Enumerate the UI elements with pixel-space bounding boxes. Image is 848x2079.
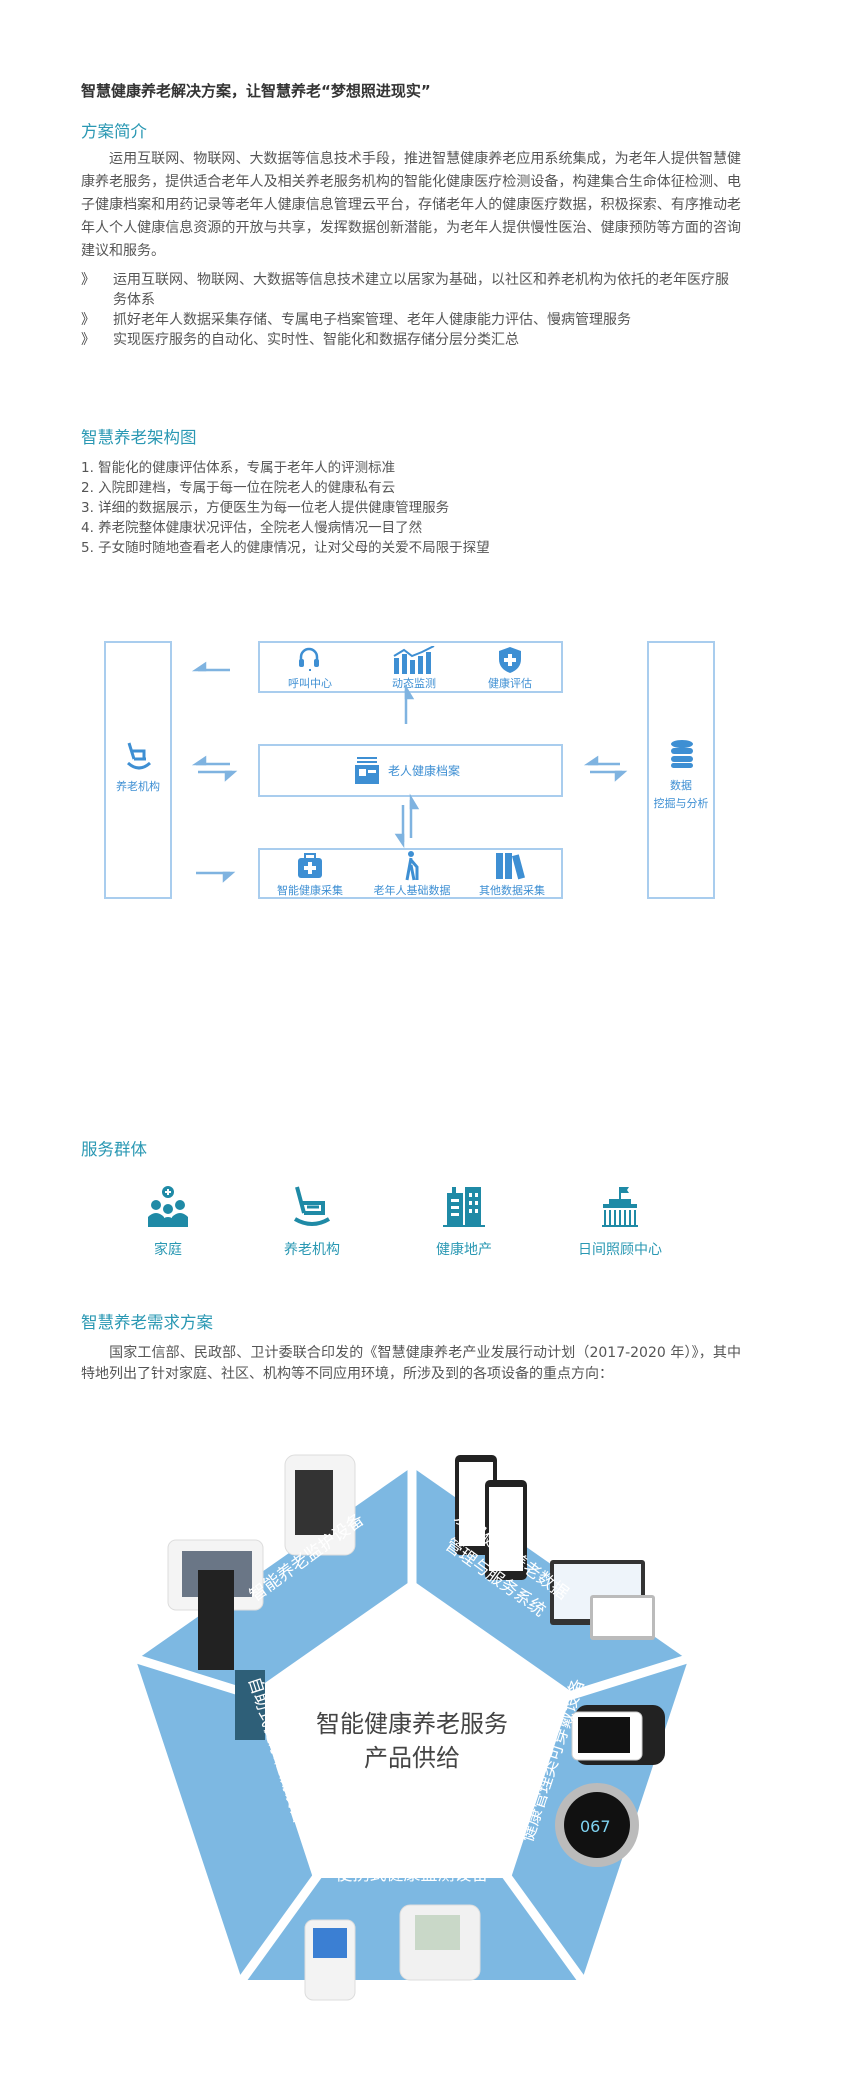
- list-item: 2. 入院即建档，专属于每一位在院老人的健康私有云: [81, 480, 396, 496]
- service-item-health-real-estate: 健康地产: [394, 1185, 534, 1259]
- headset-icon: [299, 647, 319, 671]
- architecture-heading: 智慧养老架构图: [81, 428, 197, 447]
- bullet-item: 》 实现医疗服务的自动化、实时性、智能化和数据存储分层分类汇总: [81, 330, 741, 350]
- family-health-icon: [148, 1186, 188, 1227]
- architecture-list: 1. 智能化的健康评估体系，专属于老年人的评测标准 2. 入院即建档，专属于每一…: [81, 458, 490, 558]
- segment-label-portable: 便携式健康监测设备: [336, 1865, 489, 1885]
- page-title: 智慧健康养老解决方案，让智慧养老“梦想照进现实”: [81, 82, 431, 100]
- demand-heading: 智慧养老需求方案: [81, 1313, 213, 1332]
- rocking-chair-icon: [293, 1186, 331, 1226]
- double-chevron-icon: 》: [81, 312, 95, 328]
- top-item-health-assessment: 健康评估: [488, 677, 532, 690]
- bar-chart-trend-icon: [393, 646, 435, 674]
- bullet-text: 运用互联网、物联网、大数据等信息技术建立以居家为基础，以社区和养老机构为依托的老…: [113, 272, 729, 308]
- care-center-building-icon: [602, 1187, 638, 1227]
- list-item: 4. 养老院整体健康状况评估，全院老人慢病情况一目了然: [81, 520, 423, 536]
- bullet-text: 抓好老年人数据采集存储、专属电子档案管理、老年人健康能力评估、慢病管理服务: [113, 312, 631, 328]
- left-box-institution: 养老机构: [104, 641, 172, 899]
- list-item: 3. 详细的数据展示，方便医生为每一位老人提供健康管理服务: [81, 500, 450, 516]
- medical-kit-icon: [298, 853, 322, 878]
- left-box-label: 养老机构: [116, 780, 160, 793]
- watch-reading: 067: [580, 1817, 611, 1836]
- kiosk-device-image: [198, 1570, 234, 1670]
- right-box-label-2: 挖掘与分析: [653, 797, 709, 810]
- elderly-person-icon: [405, 851, 419, 881]
- bullet-text: 实现医疗服务的自动化、实时性、智能化和数据存储分层分类汇总: [113, 332, 519, 348]
- right-box-label-1: 数据: [670, 779, 692, 792]
- demand-paragraph-text: 国家工信部、民政部、卫计委联合印发的《智慧健康养老产业发展行动计划（2017-2…: [81, 1345, 741, 1382]
- bottom-box-data-collection: 智能健康采集 老年人基础数据 其他数据采集: [258, 848, 563, 899]
- database-icon: [671, 740, 693, 768]
- bottom-item-elderly-basic-data: 老年人基础数据: [373, 884, 451, 897]
- right-box-data-mining: 数据 挖掘与分析: [647, 641, 715, 899]
- intro-paragraph-text: 运用互联网、物联网、大数据等信息技术手段，推进智慧健康养老应用系统集成，为老年人…: [81, 151, 741, 259]
- middle-box-label: 老人健康档案: [388, 764, 461, 778]
- services-heading: 服务群体: [81, 1140, 147, 1159]
- double-chevron-icon: 》: [81, 332, 95, 348]
- top-item-call-center: 呼叫中心: [288, 677, 332, 690]
- shield-plus-icon: [499, 647, 521, 673]
- top-box-services: 呼叫中心 动态监测 健康评估: [258, 641, 563, 693]
- service-label: 家庭: [154, 1242, 182, 1258]
- pentagon-center-title-2: 产品供给: [364, 1744, 460, 1772]
- service-label: 养老机构: [284, 1242, 340, 1258]
- intro-paragraph: 运用互联网、物联网、大数据等信息技术手段，推进智慧健康养老应用系统集成，为老年人…: [81, 148, 741, 263]
- bullet-item: 》 运用互联网、物联网、大数据等信息技术建立以居家为基础，以社区和养老机构为依托的…: [81, 270, 741, 310]
- pentagon-center-title-1: 智能健康养老服务: [316, 1710, 508, 1738]
- service-item-day-care-center: 日间照顾中心: [550, 1185, 690, 1259]
- demand-paragraph: 国家工信部、民政部、卫计委联合印发的《智慧健康养老产业发展行动计划（2017-2…: [81, 1343, 741, 1385]
- service-item-institution: 养老机构: [242, 1185, 382, 1259]
- service-item-family: 家庭: [98, 1185, 238, 1259]
- top-item-dynamic-monitoring: 动态监测: [392, 677, 436, 690]
- file-cabinet-icon: [355, 757, 379, 784]
- binders-icon: [496, 853, 525, 880]
- service-label: 日间照顾中心: [578, 1242, 662, 1258]
- diagram-arrows: [191, 661, 628, 883]
- list-item: 1. 智能化的健康评估体系，专属于老年人的评测标准: [81, 460, 396, 476]
- bullet-item: 》 抓好老年人数据采集存储、专属电子档案管理、老年人健康能力评估、慢病管理服务: [81, 310, 741, 330]
- product-pentagon: 067 智能养老监护设备 发展健康养老数据 管理与服务系统 健康管理类可穿戴设备…: [106, 1440, 718, 2008]
- rocking-chair-icon: [126, 742, 152, 770]
- service-label: 健康地产: [436, 1242, 492, 1258]
- intro-bullets: 》 运用互联网、物联网、大数据等信息技术建立以居家为基础，以社区和养老机构为依托的…: [81, 270, 741, 350]
- device-images: 067: [167, 1454, 665, 2001]
- bottom-item-smart-health-collection: 智能健康采集: [277, 884, 343, 897]
- intro-heading: 方案简介: [81, 122, 147, 141]
- double-chevron-icon: 》: [81, 272, 95, 288]
- bottom-item-other-data: 其他数据采集: [479, 884, 545, 897]
- list-item: 5. 子女随时随地查看老人的健康情况，让对父母的关爱不局限于探望: [81, 540, 490, 556]
- middle-box-health-records: 老人健康档案: [258, 744, 563, 797]
- buildings-icon: [443, 1187, 485, 1227]
